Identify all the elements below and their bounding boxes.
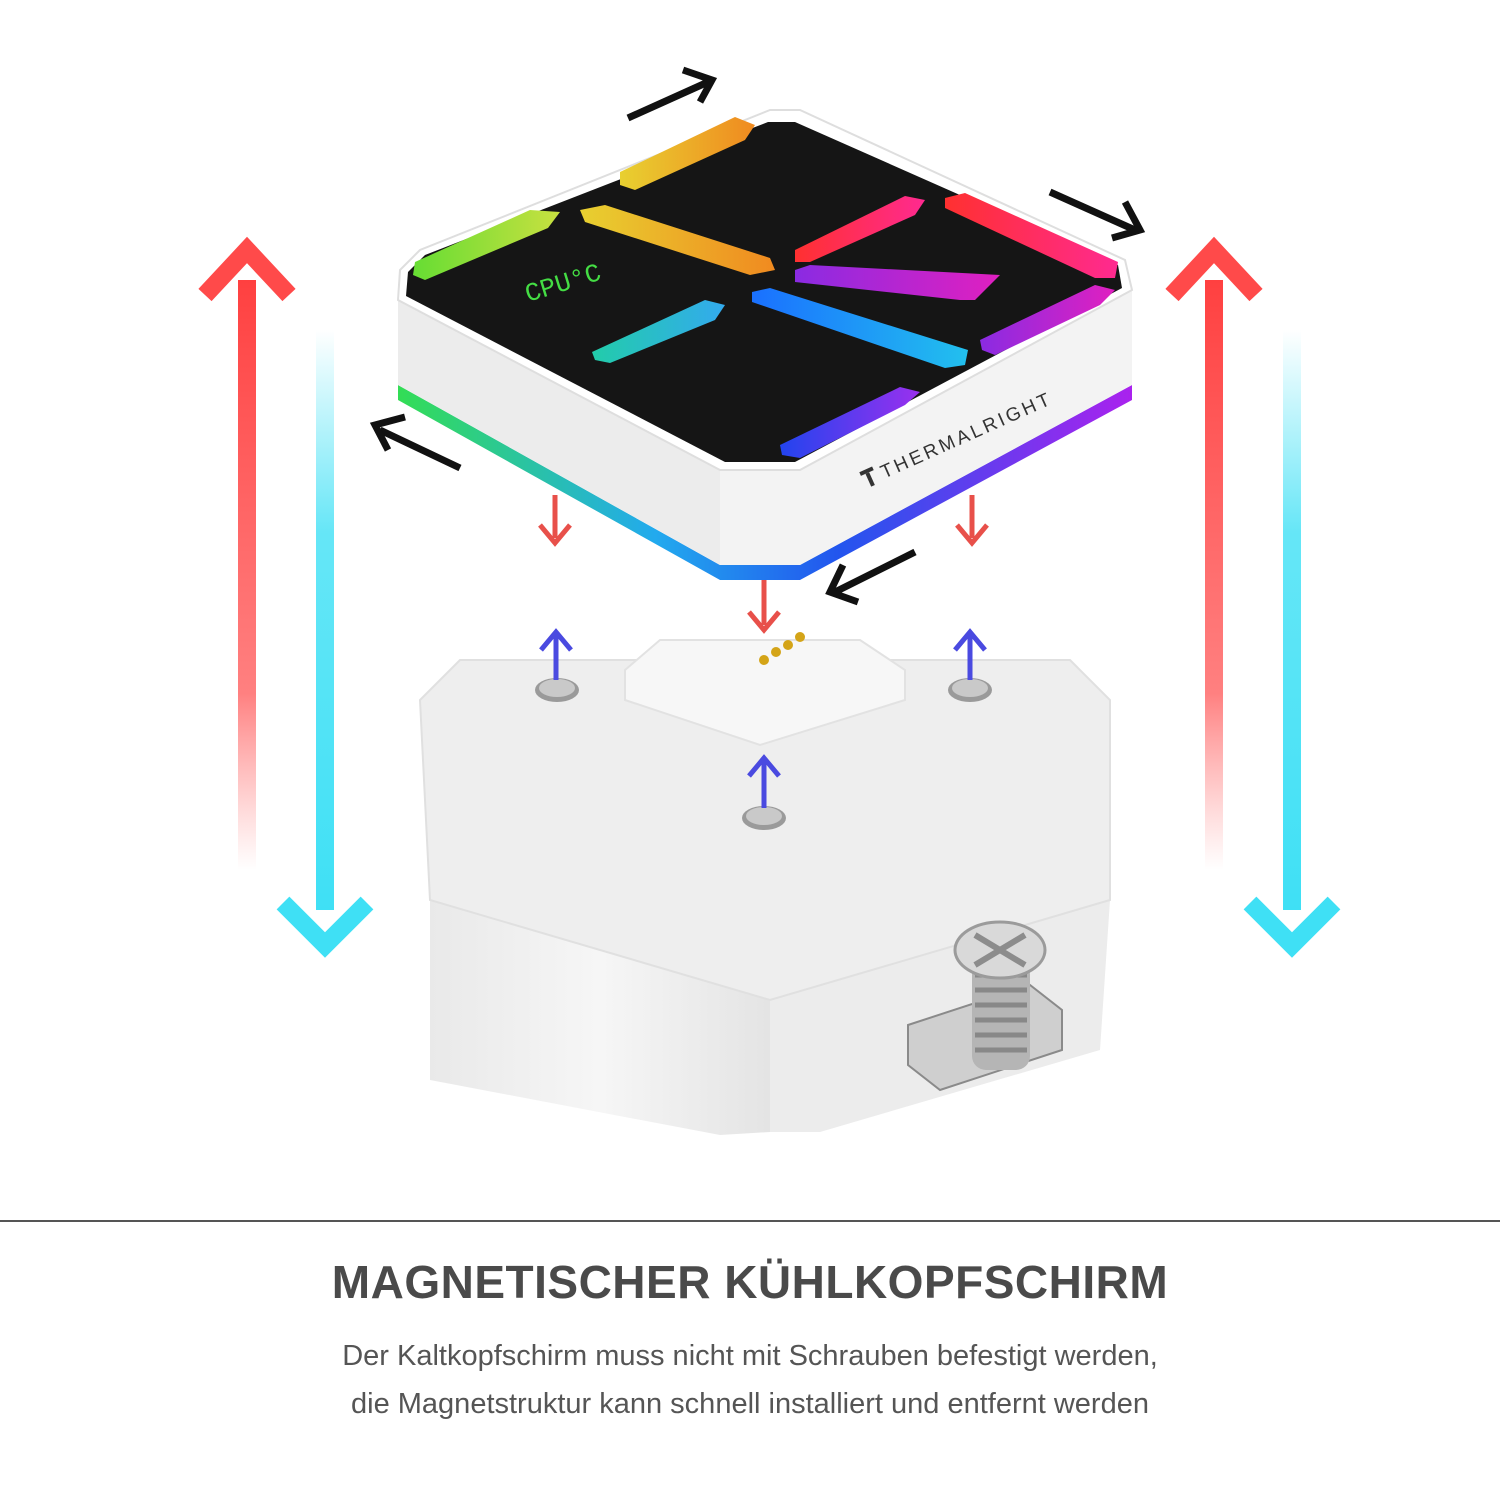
magnet-down-arrow-icon [747, 580, 781, 634]
pogo-pin-icon [759, 632, 805, 665]
screw-icon [535, 678, 579, 702]
cold-plate-cover: CPU°C THERMALRIGHT [396, 109, 1134, 580]
mounting-screw-icon [907, 920, 1063, 1092]
magnet-up-arrow-icon [539, 628, 573, 680]
rotate-arrow-icon [369, 413, 462, 472]
right-double-arrow-icon [1165, 236, 1341, 958]
screw-icon [742, 806, 786, 830]
rotate-arrow-icon [626, 66, 718, 122]
screw-icon [948, 678, 992, 702]
rotate-arrow-icon [1048, 188, 1146, 242]
magnet-up-arrow-icon [953, 628, 987, 680]
pump-base-block [418, 632, 1111, 1135]
headline: MAGNETISCHER KÜHLKOPFSCHIRM [331, 1256, 1169, 1308]
description-line-2: die Magnetstruktur kann schnell installi… [351, 1388, 1149, 1420]
description-line-1: Der Kaltkopfschirm muss nicht mit Schrau… [342, 1340, 1158, 1372]
magnet-down-arrow-icon [538, 495, 572, 547]
product-illustration: CPU°C THERMALRIGHT [198, 66, 1341, 1135]
left-double-arrow-icon [198, 236, 374, 958]
rotate-arrow-icon [825, 548, 917, 606]
magnet-up-arrow-icon [747, 754, 781, 808]
divider [0, 1220, 1500, 1222]
magnet-down-arrow-icon [955, 495, 989, 547]
